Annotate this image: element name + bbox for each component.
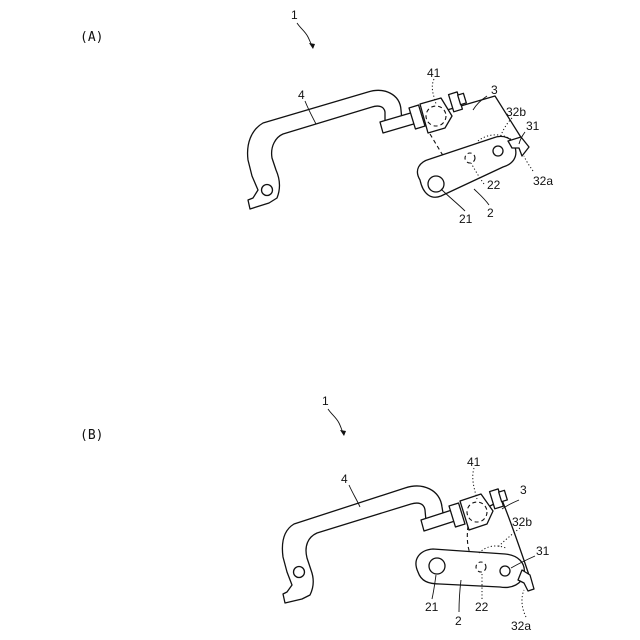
panel-a-ref-41: 41: [427, 66, 441, 80]
panel-b-ref-1: 1: [322, 394, 329, 408]
panel-b-ref-4: 4: [341, 472, 348, 486]
panel-a-ref-31: 31: [526, 119, 540, 133]
panel-a-lead-32a: [524, 156, 533, 171]
panel-b-claw-32a: [518, 570, 534, 591]
panel-a-lead-21: [441, 189, 465, 211]
panel-a-arrowhead: [309, 43, 315, 49]
panel-a-ref-22: 22: [487, 178, 501, 192]
panel-a: (A) 1: [80, 8, 553, 226]
panel-a-nut-41: [409, 92, 466, 133]
panel-b-ref-31: 31: [536, 544, 550, 558]
panel-a-lead-3: [473, 96, 487, 110]
panel-a-hook-lever: [248, 90, 402, 209]
panel-b-label: (B): [80, 428, 103, 443]
panel-b-lead-41: [473, 468, 477, 499]
panel-a-ref-4: 4: [298, 88, 305, 102]
panel-b-ref-32a: 32a: [511, 619, 531, 633]
panel-a-ref-2: 2: [487, 206, 494, 220]
panel-b-link-2: [416, 549, 524, 587]
panel-b-ref-41: 41: [467, 455, 481, 469]
panel-b-ref-3: 3: [520, 483, 527, 497]
panel-b-ref-21: 21: [425, 600, 439, 614]
panel-b-arrowhead: [340, 430, 346, 436]
panel-a-link-2: [417, 136, 515, 197]
panel-a-ref-3: 3: [491, 83, 498, 97]
panel-b-ref-32b: 32b: [512, 515, 532, 529]
panel-b-ref-2: 2: [455, 614, 462, 628]
panel-a-ref-21: 21: [459, 212, 473, 226]
panel-b-nut-41: [449, 489, 507, 530]
panel-a-ref-32b: 32b: [506, 105, 526, 119]
panel-b-ref-22: 22: [475, 600, 489, 614]
panel-a-ref-1: 1: [291, 8, 298, 22]
panel-b: (B) 1: [80, 394, 550, 633]
panel-a-ref-32a: 32a: [533, 174, 553, 188]
panel-a-label: (A): [80, 30, 103, 45]
panel-b-lead-32a: [522, 590, 526, 617]
panel-b-hook-lever: [282, 486, 444, 603]
